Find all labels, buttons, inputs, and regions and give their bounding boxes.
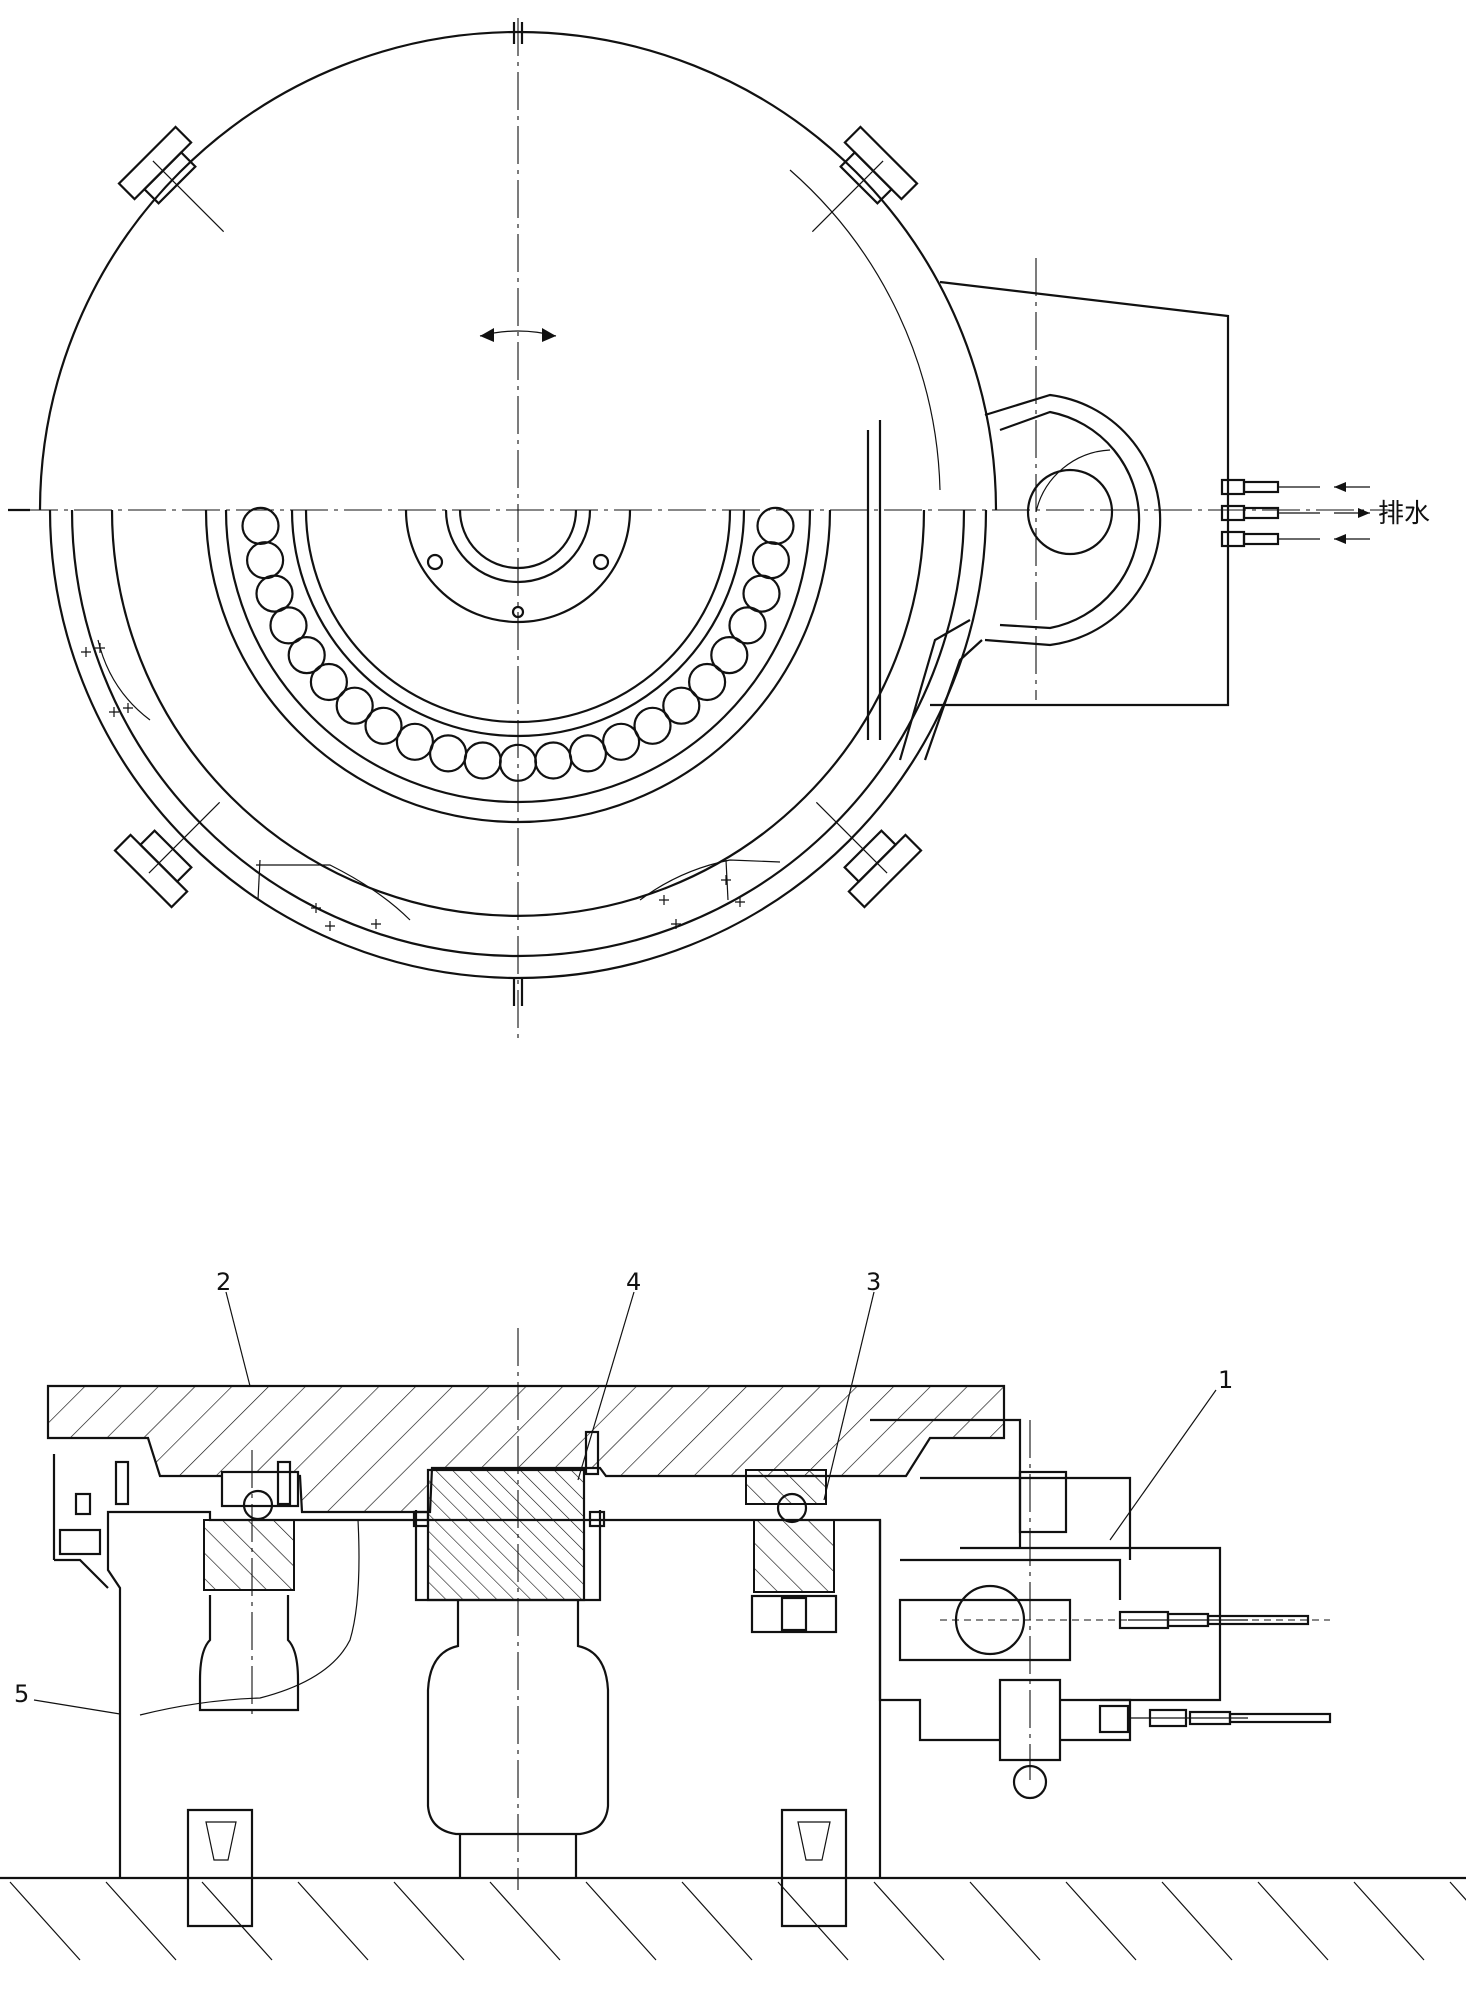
floor-hatch-line (1161, 1881, 1233, 1961)
floor-hatch-line (489, 1881, 561, 1961)
top-plate (46, 1384, 1006, 1514)
roller-ball (269, 606, 308, 645)
roller-ball (751, 541, 791, 580)
bolt-mark (671, 919, 681, 929)
floor-hatch-line (1065, 1881, 1137, 1961)
roller-ball (742, 574, 781, 613)
drain-label: 排水 (1378, 499, 1430, 529)
roller-ball (601, 722, 641, 761)
roller-ball (687, 662, 727, 702)
roller-ball (364, 706, 403, 745)
label-part-5: 5 (14, 1680, 29, 1708)
rotation-arrow (479, 328, 557, 342)
bolt-mark (721, 875, 731, 885)
roller-ball (662, 686, 701, 725)
bolt-mark (95, 643, 105, 653)
floor-hatch-line (201, 1881, 273, 1961)
plan-view: 排水 (8, 18, 1430, 1040)
floor-hatch-line (1449, 1881, 1466, 1901)
floor-hatch-line (585, 1881, 657, 1961)
floor-hatch-line (873, 1881, 945, 1961)
roller-ball (534, 741, 573, 780)
bolt-mark (311, 903, 321, 913)
roller-ball (728, 606, 767, 645)
roller-ball (246, 541, 285, 580)
lug-top-left (117, 125, 225, 233)
drive-housing (866, 258, 1230, 761)
bolt-mark (123, 703, 133, 713)
floor-hatch-line (1353, 1881, 1425, 1961)
floor-hatch-line (681, 1881, 753, 1961)
roller-ball (710, 635, 749, 675)
ball-ring (241, 506, 795, 782)
roller-ball (255, 574, 294, 613)
bolt-mark (371, 919, 381, 929)
floor-hatch-line (105, 1881, 177, 1961)
bolt-mark (659, 895, 669, 905)
bolt-mark (109, 707, 119, 717)
roller-ball (633, 706, 672, 745)
floor-hatch-line (777, 1881, 849, 1961)
section-view: 2 4 3 1 5 (0, 1268, 1466, 1961)
floor-hatch (9, 1881, 1466, 1961)
roller-ball (241, 506, 280, 546)
floor-hatch-line (1257, 1881, 1329, 1961)
label-part-1: 1 (1218, 1366, 1233, 1394)
roller-ball (429, 734, 468, 773)
bottom-pin (512, 978, 524, 1006)
roller-ball (395, 722, 434, 761)
lug-bottom-left (113, 801, 221, 909)
roller-ball (568, 734, 608, 773)
roller-ball (335, 686, 374, 725)
floor-hatch-line (969, 1881, 1041, 1961)
floor-hatch-line (393, 1881, 465, 1961)
drain-fittings (1220, 478, 1370, 548)
bolt-mark (325, 921, 335, 931)
roller-ball (756, 506, 795, 546)
label-part-4: 4 (626, 1268, 641, 1296)
bolt-mark (735, 897, 745, 907)
bolt-mark (81, 647, 91, 657)
floor-hatch-line (297, 1881, 369, 1961)
floor-hatch-line (9, 1881, 81, 1961)
roller-ball (287, 635, 326, 675)
lug-bottom-right (815, 801, 923, 909)
label-part-2: 2 (216, 1268, 231, 1296)
lug-top-right (811, 125, 919, 233)
label-part-3: 3 (866, 1268, 881, 1296)
roller-ball (463, 741, 502, 780)
roller-ball (309, 662, 348, 702)
gear-drive (870, 1418, 1332, 1800)
bolt-marks (81, 643, 745, 931)
